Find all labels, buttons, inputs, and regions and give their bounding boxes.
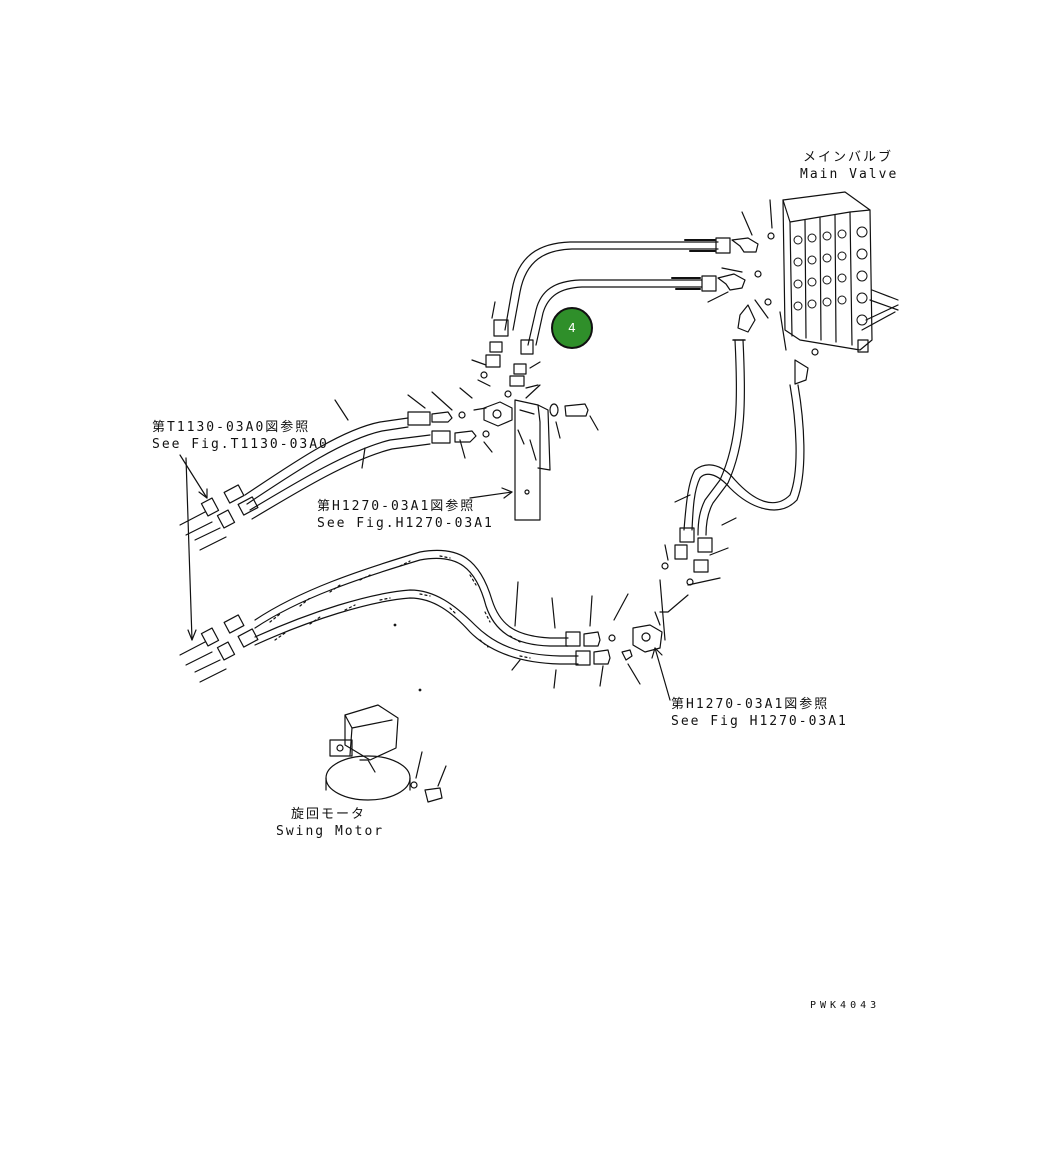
upper-fittings	[471, 301, 541, 398]
callout-badge[interactable]: 4	[551, 307, 593, 349]
main-valve-icon	[782, 191, 899, 353]
t1130-ref-en: See Fig.T1130-03A0	[152, 437, 329, 452]
main-valve-label-en: Main Valve	[800, 167, 899, 182]
reference-arrows	[179, 454, 671, 701]
left-connectors-upper	[179, 484, 259, 551]
h1270-right-ref-jp: 第H1270-03A1図参照	[671, 697, 830, 712]
upper-hose-1	[504, 232, 775, 331]
t1130-ref-jp: 第T1130-03A0図参照	[152, 420, 311, 435]
left-upper-hoses	[244, 387, 493, 520]
swing-motor-label-jp: 旋回モータ	[291, 807, 367, 822]
upper-hose-2	[527, 270, 762, 346]
h1270-mid-ref-jp: 第H1270-03A1図参照	[317, 499, 476, 514]
lower-braided-hoses	[254, 549, 641, 689]
right-vertical-hoses	[674, 298, 819, 586]
lower-block	[632, 611, 663, 653]
swing-motor-icon	[325, 704, 447, 803]
h1270-mid-ref-en: See Fig.H1270-03A1	[317, 516, 494, 531]
swing-motor-label-en: Swing Motor	[276, 824, 385, 839]
bracket-icon	[483, 399, 551, 521]
right-fittings	[659, 527, 713, 641]
main-valve-label-jp: メインバルブ	[803, 150, 894, 165]
left-connectors-lower	[179, 614, 259, 683]
drawing-code: PWK4043	[810, 1000, 881, 1011]
h1270-right-ref-en: See Fig H1270-03A1	[671, 714, 848, 729]
bolt-and-washer	[525, 384, 599, 439]
